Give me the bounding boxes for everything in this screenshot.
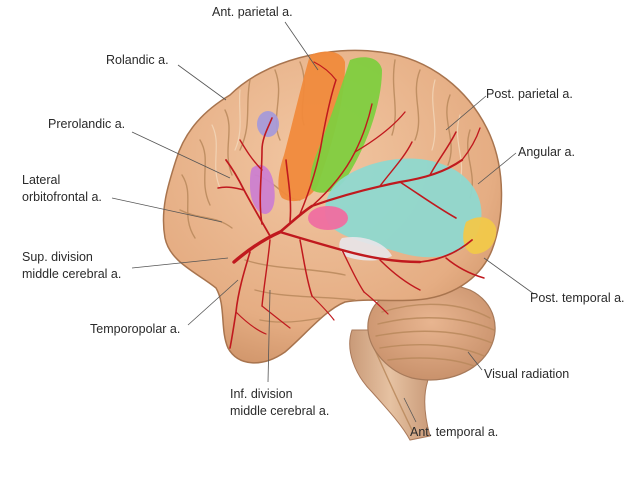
- label-sup-division-1: Sup. division: [22, 250, 93, 264]
- label-temporopolar: Temporopolar a.: [90, 322, 180, 336]
- label-inf-division-2: middle cerebral a.: [230, 404, 329, 418]
- temporal-pink-region: [308, 206, 348, 230]
- label-visual-radiation: Visual radiation: [484, 367, 569, 381]
- ant-parietal-region: [278, 51, 346, 202]
- label-ant-temporal: Ant. temporal a.: [410, 425, 498, 439]
- label-angular: Angular a.: [518, 145, 575, 159]
- visual-radiation-region: [325, 158, 482, 258]
- label-rolandic: Rolandic a.: [106, 53, 169, 67]
- label-sup-division-2: middle cerebral a.: [22, 267, 121, 281]
- label-prerolandic: Prerolandic a.: [48, 117, 125, 131]
- label-ant-parietal: Ant. parietal a.: [212, 5, 293, 19]
- middle-cerebral-artery-tree: [217, 61, 485, 349]
- label-inf-division-1: Inf. division: [230, 387, 293, 401]
- label-post-temporal: Post. temporal a.: [530, 291, 625, 305]
- labels: Ant. parietal a. Rolandic a. Prerolandic…: [22, 5, 625, 439]
- label-lateral-orbitofrontal-2: orbitofrontal a.: [22, 190, 102, 204]
- cerebellum-folia: [375, 303, 495, 367]
- label-lateral-orbitofrontal-1: Lateral: [22, 173, 60, 187]
- label-post-parietal: Post. parietal a.: [486, 87, 573, 101]
- broca-region: [250, 164, 275, 214]
- angular-region: [463, 217, 497, 254]
- frontal-eye-region: [257, 111, 279, 137]
- rolandic-region: [310, 57, 382, 193]
- leader-lines: [111, 21, 535, 423]
- temporal-gray-region: [339, 236, 392, 261]
